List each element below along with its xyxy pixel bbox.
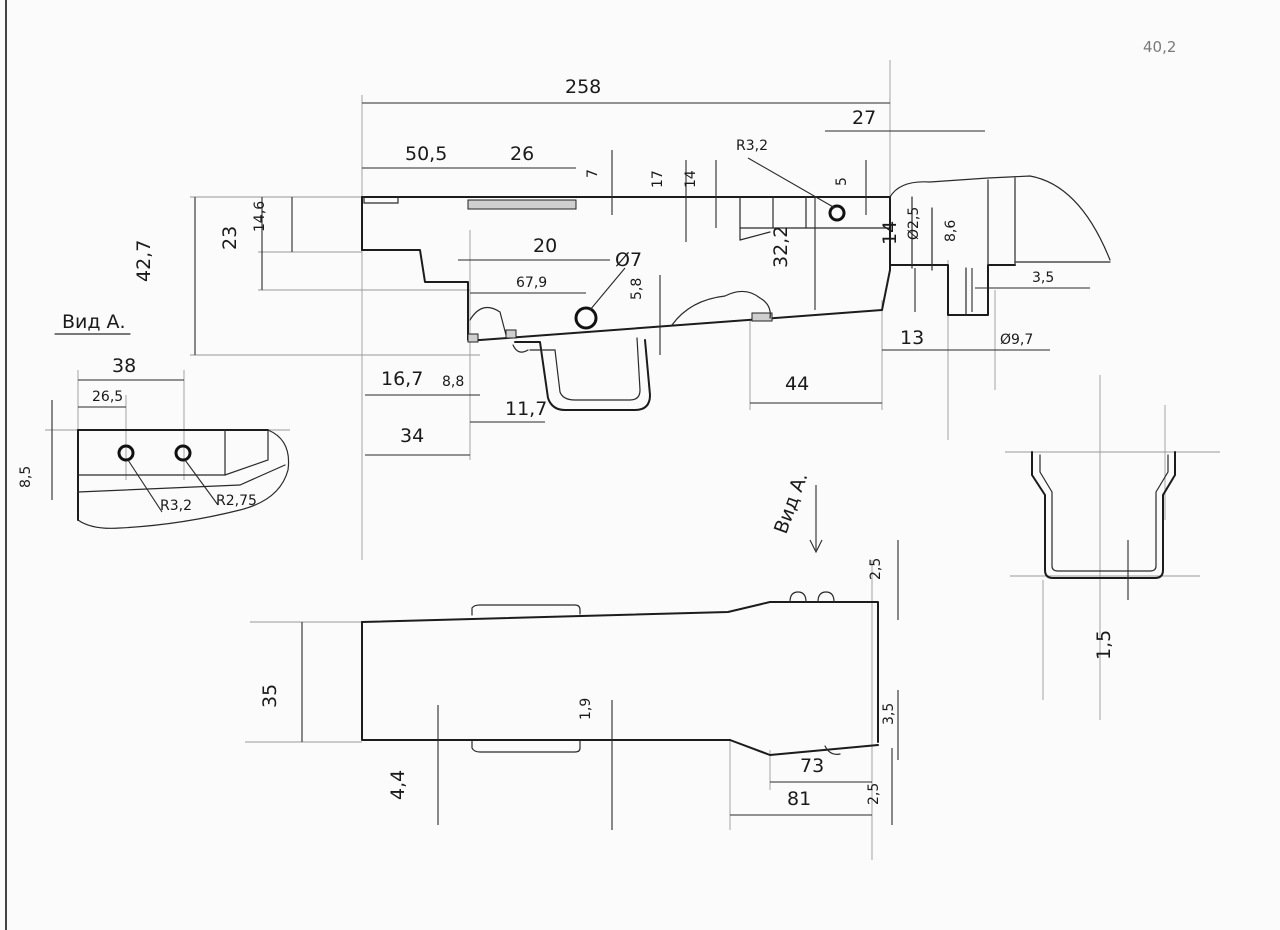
label-146: 14,6	[252, 201, 268, 232]
hole-r32	[828, 204, 846, 222]
front-step	[361, 249, 481, 341]
label-7: 7	[585, 169, 601, 178]
hatch-3	[751, 312, 773, 322]
tv-label-25-top: 2,5	[868, 558, 884, 580]
label-58: 5,8	[629, 278, 645, 300]
tv-top-slot	[471, 604, 581, 616]
label-13: 13	[900, 327, 924, 349]
leader-r32	[747, 157, 836, 209]
bottom-ramp	[479, 309, 883, 341]
mag-well-inner	[529, 337, 641, 401]
va-inner-floor	[77, 429, 269, 476]
label-44: 44	[785, 373, 809, 395]
tv-label-35: 35	[259, 684, 281, 708]
tv-bottom-slot	[471, 740, 581, 753]
front-pocket	[469, 306, 507, 336]
leader-d7	[589, 267, 626, 311]
top-slot	[467, 199, 577, 210]
va-leader-2	[184, 459, 219, 506]
va-break-line	[77, 429, 290, 529]
label-34: 34	[400, 425, 424, 447]
tv-top-bumps	[789, 591, 835, 603]
cs-outer-profile	[1031, 451, 1176, 579]
side-view: 258 50,5 26 7 17 14 R3,2 27 5 42,7 23 14…	[133, 60, 1111, 560]
cs-inner-profile	[1039, 454, 1169, 572]
label-427: 42,7	[133, 240, 155, 282]
va-hole-1	[117, 444, 135, 462]
tv-label-73: 73	[800, 755, 824, 777]
va-hole-2	[174, 444, 192, 462]
label-5: 5	[834, 177, 850, 186]
tv-label-35b: 3,5	[881, 703, 897, 725]
label-rear14: 14	[879, 221, 901, 245]
tv-label-44: 4,4	[387, 770, 409, 800]
label-679: 67,9	[516, 275, 547, 291]
va-label-r32: R3,2	[160, 498, 192, 514]
hole-7	[574, 306, 598, 330]
va-label-265: 26,5	[92, 389, 123, 405]
label-d7: Ø7	[615, 249, 642, 271]
tv-left-outline	[361, 621, 731, 741]
hatch-1	[467, 333, 479, 343]
cs-label-15: 1,5	[1093, 630, 1115, 660]
view-a-title: Вид А.	[62, 311, 126, 333]
label-23: 23	[219, 226, 241, 250]
va-leader-1	[127, 459, 163, 513]
label-17: 17	[650, 170, 666, 188]
label-322: 32,2	[770, 226, 792, 268]
label-d25: Ø2,5	[906, 207, 922, 240]
label-505: 50,5	[405, 143, 447, 165]
va-label-38: 38	[112, 355, 136, 377]
label-86: 8,6	[943, 220, 959, 242]
view-a-arrowhead	[809, 539, 823, 554]
label-27: 27	[852, 107, 876, 129]
rear-break-line	[889, 175, 1111, 261]
tv-label-25-bottom: 2,5	[866, 783, 882, 805]
tv-label-81: 81	[787, 788, 811, 810]
page-number: 40,2	[1143, 38, 1176, 56]
tv-bottom-right	[729, 739, 879, 756]
tv-bottom-bump	[824, 745, 841, 755]
tv-top-outline	[361, 601, 879, 743]
mag-well	[514, 339, 651, 411]
label-20: 20	[533, 235, 557, 257]
view-a-arrow-label: Вид А.	[770, 469, 812, 536]
label-r32-top: R3,2	[736, 138, 768, 154]
tv-label-19: 1,9	[578, 698, 594, 720]
label-88: 8,8	[442, 374, 464, 390]
view-a-detail: Вид А. R3,2 R2,75 38 26,5 8,5	[18, 311, 290, 529]
label-14: 14	[683, 170, 699, 188]
top-bump	[671, 290, 771, 326]
rear-face	[881, 196, 891, 311]
front-notch	[363, 196, 399, 204]
label-117: 11,7	[505, 398, 547, 420]
top-view: Вид А. 35 2,5 1,9 3,5 4,4 73 81 2,5	[245, 469, 899, 860]
label-258: 258	[565, 76, 601, 98]
label-26: 26	[510, 143, 534, 165]
va-label-r275: R2,75	[216, 493, 257, 509]
label-167: 16,7	[381, 368, 423, 390]
hatch-2	[505, 329, 517, 339]
va-label-85: 8,5	[18, 466, 34, 488]
inner-line-5	[739, 231, 771, 241]
label-35: 3,5	[1032, 270, 1054, 286]
va-lower-edge	[77, 464, 286, 493]
label-97: Ø9,7	[1000, 332, 1033, 348]
small-hook	[512, 344, 529, 353]
cross-section: 1,5	[1005, 375, 1220, 720]
